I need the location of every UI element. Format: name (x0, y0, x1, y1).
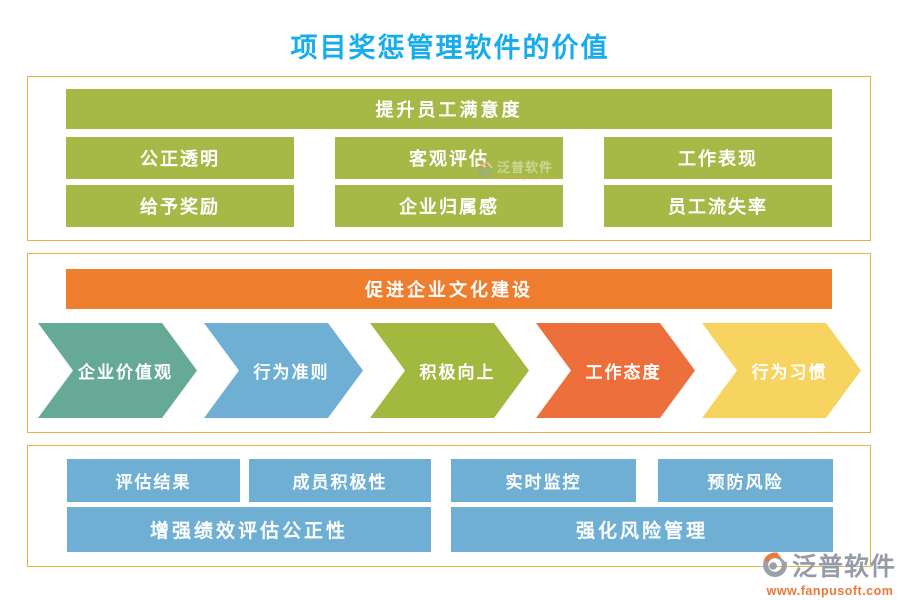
culture-chevron-flow: 企业价值观 行为准则 积极向上 工作态度 行为习惯 (38, 323, 861, 418)
summary-performance-fairness: 增强绩效评估公正性 (67, 507, 431, 552)
section-employee-satisfaction: 提升员工满意度 公正透明 客观评估 工作表现 给予奖励 企业归属感 员工流失率 … (27, 76, 871, 241)
watermark-brand: 泛普软件 (497, 160, 554, 175)
page-title: 项目奖惩管理软件的价值 (290, 33, 610, 63)
section1-header: 提升员工满意度 (66, 89, 832, 129)
chevron-label: 行为准则 (253, 363, 330, 382)
fanpu-logo-row: 泛普软件 (760, 547, 900, 583)
performance-items-row: 评估结果 成员积极性 (67, 459, 431, 502)
chevron-code-of-conduct: 行为准则 (204, 323, 363, 418)
watermark: 泛普软件 www.fanpusoft.com (476, 160, 558, 183)
performance-group: 评估结果 成员积极性 增强绩效评估公正性 (67, 459, 431, 552)
section-performance-risk: 评估结果 成员积极性 增强绩效评估公正性 实时监控 预防风险 强化风险管理 (27, 445, 871, 567)
chevron-work-attitude: 工作态度 (536, 323, 695, 418)
satisfaction-item-work-performance: 工作表现 (604, 137, 832, 179)
satisfaction-item-belonging: 企业归属感 (335, 185, 563, 227)
section-corporate-culture: 促进企业文化建设 企业价值观 行为准则 积极向上 工作态度 行为习惯 (27, 253, 871, 433)
watermark-text: 泛普软件 www.fanpusoft.com (497, 160, 558, 183)
satisfaction-item-fair-transparent: 公正透明 (66, 137, 294, 179)
fanpu-watermark-icon (477, 162, 493, 178)
fanpu-logo: 泛普软件 www.fanpusoft.com (760, 547, 900, 598)
risk-group: 实时监控 预防风险 强化风险管理 (451, 459, 833, 552)
satisfaction-item-give-rewards: 给予奖励 (66, 185, 294, 227)
watermark-url: www.fanpusoft.com (497, 175, 558, 182)
summary-risk-management: 强化风险管理 (451, 507, 833, 552)
chevron-label: 工作态度 (585, 363, 662, 382)
fanpu-brand-name: 泛普软件 (792, 554, 897, 581)
risk-items-row: 实时监控 预防风险 (451, 459, 833, 502)
item-realtime-monitoring: 实时监控 (451, 459, 636, 502)
fanpu-logo-icon (763, 551, 788, 577)
satisfaction-item-objective-evaluation: 客观评估 (335, 137, 563, 179)
chevron-behavior-habits: 行为习惯 (702, 323, 861, 418)
chevron-label: 行为习惯 (751, 363, 828, 382)
item-evaluation-results: 评估结果 (67, 459, 240, 502)
fanpu-website-url: www.fanpusoft.com (766, 584, 894, 598)
item-risk-prevention: 预防风险 (658, 459, 833, 502)
chevron-label: 积极向上 (419, 363, 496, 382)
chevron-positive-attitude: 积极向上 (370, 323, 529, 418)
chevron-label: 企业价值观 (78, 363, 173, 382)
section2-header: 促进企业文化建设 (66, 269, 832, 309)
satisfaction-item-turnover-rate: 员工流失率 (604, 185, 832, 227)
chevron-corporate-values: 企业价值观 (38, 323, 197, 418)
item-member-motivation: 成员积极性 (249, 459, 431, 502)
